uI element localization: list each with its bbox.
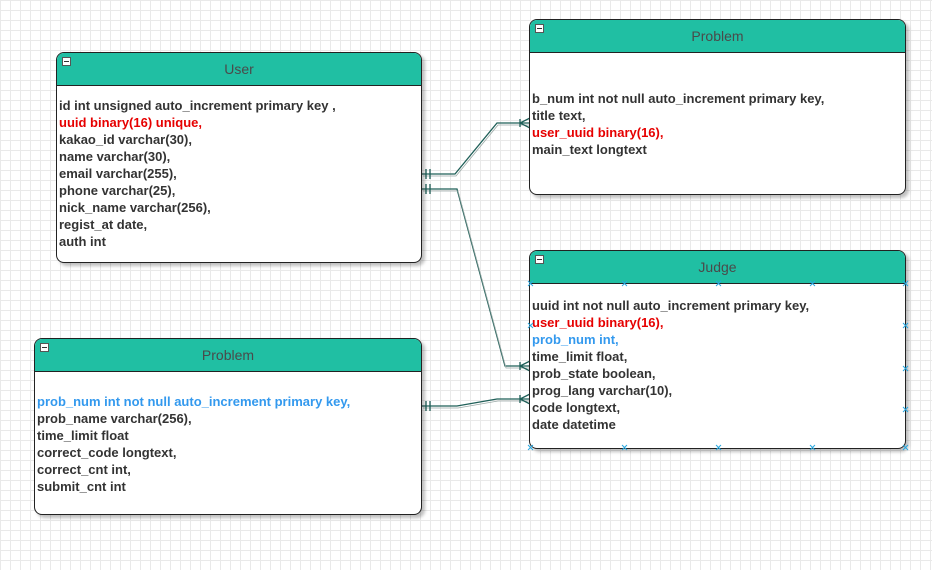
connection-point-icon[interactable]	[527, 280, 534, 287]
field-list: prob_num int not null auto_increment pri…	[37, 393, 417, 495]
many-marker	[518, 117, 531, 129]
field-row: time_limit float,	[532, 349, 628, 364]
field-list: id int unsigned auto_increment primary k…	[59, 97, 417, 250]
connection-point-icon[interactable]	[527, 444, 534, 451]
field-row: prob_num int not null auto_increment pri…	[37, 394, 351, 409]
connector-user-to-judge[interactable]	[421, 188, 530, 367]
connection-point-icon[interactable]	[715, 444, 722, 451]
field-row: date datetime	[532, 417, 616, 432]
judge-table-header[interactable]: Judge	[530, 251, 905, 284]
connection-point-icon[interactable]	[621, 280, 628, 287]
field-row: correct_cnt int,	[37, 462, 131, 477]
connection-point-icon[interactable]	[621, 444, 628, 451]
connection-point-icon[interactable]	[902, 280, 909, 287]
field-row: email varchar(255),	[59, 166, 177, 181]
field-row: uuid int not null auto_increment primary…	[532, 298, 810, 313]
field-row: prob_num int,	[532, 332, 619, 347]
field-row: user_uuid binary(16),	[532, 125, 664, 140]
field-row: b_num int not null auto_increment primar…	[532, 91, 825, 106]
field-row: prob_state boolean,	[532, 366, 656, 381]
connection-point-icon[interactable]	[902, 365, 909, 372]
problem-bottom-table-header[interactable]: Problem	[35, 339, 421, 372]
one-marker	[425, 184, 431, 194]
connection-point-icon[interactable]	[902, 322, 909, 329]
field-row: prog_lang varchar(10),	[532, 383, 673, 398]
connection-point-icon[interactable]	[902, 444, 909, 451]
field-row: code longtext,	[532, 400, 621, 415]
field-row: title text,	[532, 108, 586, 123]
field-row: id int unsigned auto_increment primary k…	[59, 98, 336, 113]
connection-point-icon[interactable]	[715, 280, 722, 287]
connection-point-icon[interactable]	[527, 322, 534, 329]
field-row: phone varchar(25),	[59, 183, 176, 198]
field-row: nick_name varchar(256),	[59, 200, 211, 215]
one-marker	[425, 401, 431, 411]
table-title: Judge	[698, 259, 737, 275]
field-row: kakao_id varchar(30),	[59, 132, 192, 147]
many-marker	[518, 360, 531, 372]
collapse-icon[interactable]	[535, 255, 544, 264]
user-table-header[interactable]: User	[57, 53, 421, 86]
field-row: uuid binary(16) unique,	[59, 115, 203, 130]
user-table[interactable]: User id int unsigned auto_increment prim…	[56, 52, 422, 263]
field-list: b_num int not null auto_increment primar…	[532, 90, 901, 158]
table-title: Problem	[691, 28, 744, 44]
field-row: user_uuid binary(16),	[532, 315, 664, 330]
connection-point-icon[interactable]	[902, 406, 909, 413]
field-row: main_text longtext	[532, 142, 647, 157]
one-marker	[425, 169, 431, 179]
collapse-icon[interactable]	[40, 343, 49, 352]
field-row: auth int	[59, 234, 106, 249]
many-marker	[518, 393, 531, 405]
collapse-icon[interactable]	[535, 24, 544, 33]
field-row: prob_name varchar(256),	[37, 411, 192, 426]
table-title: Problem	[201, 347, 255, 363]
field-row: correct_code longtext,	[37, 445, 177, 460]
connector-user-to-problem[interactable]	[421, 122, 530, 175]
field-row: submit_cnt int	[37, 479, 126, 494]
problem-bottom-table[interactable]: Problem prob_num int not null auto_incre…	[34, 338, 422, 515]
field-list: uuid int not null auto_increment primary…	[532, 297, 901, 433]
field-row: time_limit float	[37, 428, 129, 443]
judge-table[interactable]: Judge uuid int not null auto_increment p…	[529, 250, 906, 449]
connection-point-icon[interactable]	[809, 280, 816, 287]
field-row: name varchar(30),	[59, 149, 171, 164]
problem-top-table[interactable]: Problem b_num int not null auto_incremen…	[529, 19, 906, 195]
collapse-icon[interactable]	[62, 57, 71, 66]
field-row: regist_at date,	[59, 217, 148, 232]
table-title: User	[224, 61, 254, 77]
problem-top-table-header[interactable]: Problem	[530, 20, 905, 53]
connection-point-icon[interactable]	[809, 444, 816, 451]
connector-problem-to-judge[interactable]	[421, 398, 530, 407]
